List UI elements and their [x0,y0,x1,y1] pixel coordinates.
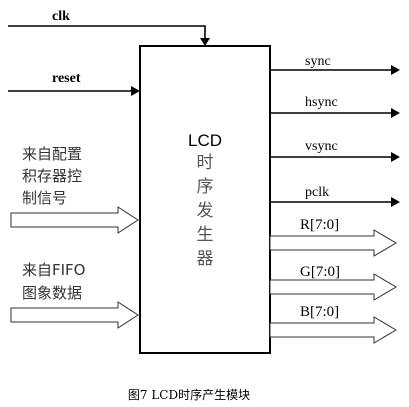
pclk-signal: pclk [270,185,400,207]
fifo-signal: 来自FIFO 图象数据 [10,261,139,329]
fifo-line-2: 图象数据 [22,284,82,302]
block-char-3: 发 [197,201,214,221]
lcd-timing-block [139,45,271,354]
vsync-label: vsync [305,139,338,154]
g-bus-label: G[7:0] [300,264,340,280]
block-char-5: 器 [197,249,214,269]
block-char-1: 时 [197,153,214,173]
b-bus-label: B[7:0] [300,304,339,320]
block-title: LCD [188,131,222,150]
config-line-1: 来自配置 [22,145,82,163]
block-char-2: 序 [197,177,214,197]
config-line-2: 积存器控 [22,167,82,185]
clk-label: clk [52,9,70,24]
r-bus-label: R[7:0] [300,217,339,233]
block-char-4: 生 [197,225,214,245]
reset-signal: reset [8,71,140,96]
b-bus-signal: B[7:0] [269,304,397,344]
figure-caption: 图7 LCD时序产生模块 [128,387,250,402]
fifo-line-1: 来自FIFO [22,261,86,279]
sync-label: sync [305,54,331,69]
vsync-signal: vsync [270,139,400,162]
g-bus-signal: G[7:0] [269,264,397,301]
config-line-3: 制信号 [22,189,67,207]
hsync-signal: hsync [270,95,400,118]
sync-signal: sync [270,54,400,75]
config-signal: 来自配置 积存器控 制信号 [10,145,139,234]
clk-signal: clk [8,9,210,46]
hsync-label: hsync [305,95,338,110]
r-bus-signal: R[7:0] [269,217,397,257]
pclk-label: pclk [305,185,329,200]
reset-label: reset [52,71,81,86]
